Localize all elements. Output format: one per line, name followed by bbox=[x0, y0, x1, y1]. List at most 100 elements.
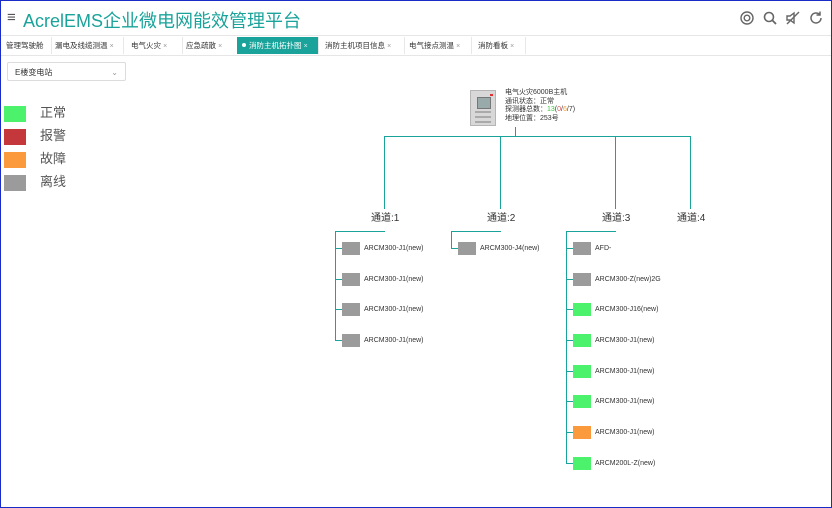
tab-label: 应急疏散 bbox=[186, 41, 216, 50]
refresh-icon[interactable] bbox=[808, 10, 824, 26]
status-box bbox=[573, 457, 591, 470]
node-stub-line bbox=[335, 309, 342, 310]
legend-label: 故障 bbox=[40, 152, 67, 167]
tab-contact-temp[interactable]: 电气接点测温 × bbox=[404, 37, 472, 54]
channel-vertical-line bbox=[566, 231, 567, 464]
tab-close-icon[interactable]: × bbox=[387, 43, 392, 50]
node-stub-line bbox=[566, 248, 573, 249]
node-label: AFD- bbox=[595, 245, 612, 252]
tab-close-icon[interactable]: × bbox=[109, 43, 114, 50]
status-box bbox=[573, 334, 591, 347]
channel-label: 通道:4 bbox=[677, 213, 706, 224]
device-indicator bbox=[490, 94, 493, 96]
legend-swatch bbox=[4, 152, 26, 168]
host-detector-count: 探测器总数：13(0/6/7) bbox=[505, 106, 576, 114]
node-stub-line bbox=[335, 340, 342, 341]
node-label: ARCM300-J1(new) bbox=[364, 306, 424, 313]
node-stub-line bbox=[566, 340, 573, 341]
channel-label: 通道:1 bbox=[371, 213, 400, 224]
node-label: ARCM300-J16(new) bbox=[595, 306, 659, 313]
bus-line bbox=[384, 136, 691, 137]
app-header: ≡ AcrelEMS企业微电网能效管理平台 bbox=[1, 1, 831, 35]
legend-label: 正常 bbox=[40, 106, 67, 121]
channel-branch-line bbox=[566, 231, 616, 232]
tab-close-icon[interactable]: × bbox=[303, 43, 308, 50]
tab-electrical-fire[interactable]: 电气火灾 × bbox=[123, 37, 183, 54]
node-label: ARCM300-Z(new)2G bbox=[595, 276, 661, 283]
tab-label: 电气火灾 bbox=[131, 41, 161, 50]
channel-drop-line bbox=[500, 136, 501, 209]
tab-evacuation[interactable]: 应急疏散 × bbox=[178, 37, 239, 54]
node-label: ARCM300-J1(new) bbox=[364, 337, 424, 344]
tab-fire-host-project-info[interactable]: 消防主机项目信息 × bbox=[319, 37, 405, 54]
host-name: 电气火灾6000B主机 bbox=[505, 89, 568, 96]
channel-vertical-line bbox=[335, 231, 336, 341]
status-box bbox=[573, 273, 591, 286]
tab-cockpit[interactable]: 管理驾驶舱 bbox=[1, 37, 52, 54]
status-box bbox=[573, 242, 591, 255]
node-stub-line bbox=[566, 371, 573, 372]
node-stub-line bbox=[335, 248, 342, 249]
device-panel-line bbox=[475, 121, 491, 123]
host-info: 电气火灾6000B主机 通讯状态：正常 探测器总数：13(0/6/7) 地理位置… bbox=[505, 89, 575, 123]
channel-drop-line bbox=[615, 136, 616, 209]
status-box bbox=[458, 242, 476, 255]
node-label: ARCM300-J1(new) bbox=[595, 368, 655, 375]
device-screen bbox=[477, 97, 491, 109]
channel-branch-line bbox=[451, 231, 501, 232]
mute-icon[interactable] bbox=[785, 10, 801, 26]
tab-label: 消防看板 bbox=[478, 41, 508, 50]
status-box bbox=[342, 273, 360, 286]
host-comm-status: 通讯状态：正常 bbox=[505, 97, 554, 105]
node-stub-line bbox=[566, 309, 573, 310]
channel-label: 通道:3 bbox=[602, 213, 631, 224]
node-label: ARCM300-J1(new) bbox=[595, 337, 655, 344]
node-label: ARCM300-J4(new) bbox=[480, 245, 540, 252]
support-icon[interactable] bbox=[739, 10, 755, 26]
trunk-line bbox=[515, 127, 516, 137]
channel-label: 通道:2 bbox=[487, 213, 516, 224]
station-select[interactable]: E楼变电站 ⌄ bbox=[7, 62, 126, 81]
node-label: ARCM300-J1(new) bbox=[595, 398, 655, 405]
tab-fire-dashboard[interactable]: 消防看板 × bbox=[473, 37, 526, 54]
status-box bbox=[573, 395, 591, 408]
legend-label: 离线 bbox=[40, 175, 67, 190]
tab-label: 消防主机项目信息 bbox=[325, 41, 385, 50]
device-panel-line bbox=[475, 111, 491, 113]
channel-vertical-line bbox=[451, 231, 452, 249]
legend-swatch bbox=[4, 106, 26, 122]
node-stub-line bbox=[451, 248, 458, 249]
tab-close-icon[interactable]: × bbox=[456, 43, 461, 50]
hamburger-icon[interactable]: ≡ bbox=[7, 9, 16, 26]
legend-label: 报警 bbox=[40, 129, 67, 144]
legend-swatch bbox=[4, 129, 26, 145]
tab-label: 漏电及线缆测温 bbox=[55, 41, 108, 50]
tab-label: 管理驾驶舱 bbox=[6, 41, 44, 50]
search-icon[interactable] bbox=[762, 10, 778, 26]
tab-close-icon[interactable]: × bbox=[218, 43, 223, 50]
node-label: ARCM200L-Z(new) bbox=[595, 460, 656, 467]
legend-swatch bbox=[4, 175, 26, 191]
app-title: AcrelEMS企业微电网能效管理平台 bbox=[23, 11, 302, 31]
node-stub-line bbox=[566, 401, 573, 402]
status-box bbox=[573, 426, 591, 439]
node-stub-line bbox=[566, 432, 573, 433]
chevron-down-icon: ⌄ bbox=[111, 68, 118, 77]
node-stub-line bbox=[566, 279, 573, 280]
device-panel-line bbox=[475, 116, 491, 118]
host-location: 地理位置：253号 bbox=[505, 114, 559, 122]
tab-fire-host-topology[interactable]: 消防主机拓扑图 × bbox=[237, 37, 319, 54]
tab-close-icon[interactable]: × bbox=[510, 43, 515, 50]
status-box bbox=[573, 365, 591, 378]
active-dot-icon bbox=[242, 43, 246, 47]
channel-branch-line bbox=[335, 231, 385, 232]
host-device-image[interactable] bbox=[470, 90, 496, 126]
tab-leakage-temp[interactable]: 漏电及线缆测温 × bbox=[51, 37, 124, 54]
status-box bbox=[342, 242, 360, 255]
tab-close-icon[interactable]: × bbox=[163, 43, 168, 50]
station-select-value: E楼变电站 bbox=[15, 68, 53, 77]
status-box bbox=[573, 303, 591, 316]
tab-bar: 管理驾驶舱 漏电及线缆测温 × 电气火灾 × 应急疏散 × 消防主机拓扑图 × … bbox=[1, 35, 831, 56]
tab-label: 消防主机拓扑图 bbox=[249, 41, 302, 50]
status-box bbox=[342, 334, 360, 347]
